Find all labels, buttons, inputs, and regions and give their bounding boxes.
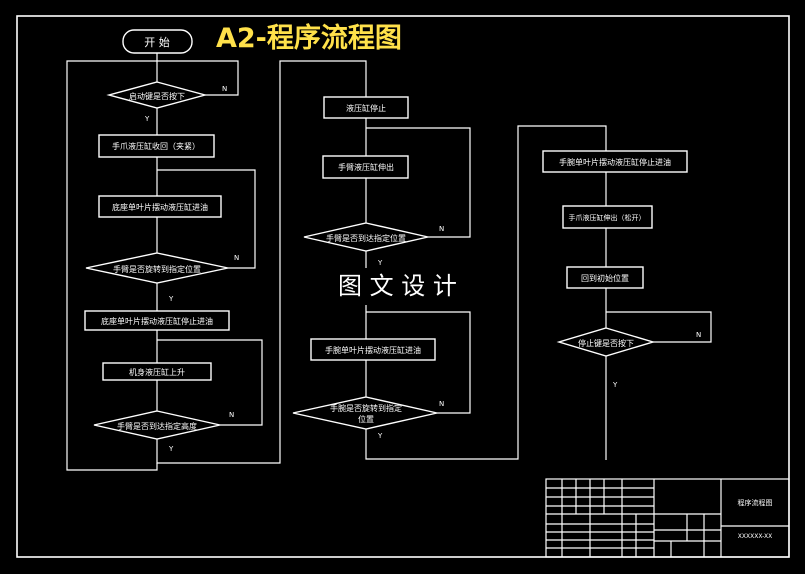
watermark-text: 图 文 设 计 (338, 272, 457, 300)
no-flag: N (229, 411, 234, 419)
hand-grip-extend-box (562, 205, 653, 229)
arm-reach-no-loop (366, 127, 471, 238)
diagram-title: A2-程序流程图 (216, 22, 402, 54)
return-home-label: 回到初始位置 (581, 273, 629, 283)
wrist-rotate-no-loop (366, 311, 471, 414)
drawing-number: XXXXXX-XX (738, 533, 772, 540)
arm-rotate-no-loop (157, 169, 256, 269)
yes-flag: Y (144, 115, 150, 123)
arm-reach-label: 手臂是否到达指定位置 (326, 233, 406, 243)
arm-rotate-label: 手臂是否旋转到指定位置 (113, 264, 201, 274)
yes-flag: Y (168, 445, 174, 453)
wrist-vane-stop-box (542, 150, 688, 173)
start-check-label: 启动键是否按下 (129, 91, 185, 101)
no-flag: N (439, 400, 444, 408)
stop-check-label: 停止键是否按下 (578, 338, 634, 348)
wrist-vane-feed-box (310, 338, 436, 361)
return-loop-line (66, 60, 158, 471)
arm-height-label: 手臂是否到达指定高度 (117, 421, 197, 431)
base-vane-stop-label: 底座单叶片摆动液压缸停止进油 (101, 316, 213, 326)
cyl-stop-label: 液压缸停止 (346, 103, 386, 113)
start-label: 开 始 (144, 35, 170, 49)
base-vane-feed-label: 底座单叶片摆动液压缸进油 (112, 202, 208, 212)
sheet-border (16, 15, 790, 558)
arm-height-no-loop (157, 339, 263, 426)
base-vane-feed-box (98, 195, 222, 218)
col2-to-col3-connector (365, 125, 607, 460)
title-block: 程序流程图 XXXXXX-XX (545, 478, 790, 558)
return-home-box (566, 266, 644, 289)
drawing-name: 程序流程图 (738, 498, 773, 507)
hand-grip-extend-label: 手爪液压缸伸出（松开） (569, 213, 646, 222)
wrist-vane-stop-label: 手腕单叶片摆动液压缸停止进油 (559, 157, 671, 167)
title-block-frame (545, 478, 790, 558)
wrist-rotate-label-line1: 手腕是否旋转到指定 (330, 403, 402, 413)
col1-to-col2-connector (156, 60, 367, 464)
start-check-no-loop (156, 53, 239, 96)
no-flag: N (696, 331, 701, 339)
stop-check-no-loop (606, 311, 712, 343)
arm-cyl-extend-label: 手臂液压缸伸出 (338, 162, 394, 172)
wrist-vane-feed-label: 手腕单叶片摆动液压缸进油 (325, 345, 421, 355)
no-flag: N (234, 254, 239, 262)
yes-flag: Y (612, 381, 618, 389)
yes-flag: Y (377, 259, 383, 267)
hand-grip-retract-label: 手爪液压缸收回（夹紧） (112, 141, 200, 151)
yes-flag: Y (168, 295, 174, 303)
yes-flag: Y (377, 432, 383, 440)
wrist-rotate-label-line2: 位置 (358, 414, 374, 424)
no-flag: N (222, 85, 227, 93)
wrist-rotate-decision (292, 396, 438, 430)
no-flag: N (439, 225, 444, 233)
body-cyl-up-label: 机身液压缸上升 (129, 367, 185, 377)
